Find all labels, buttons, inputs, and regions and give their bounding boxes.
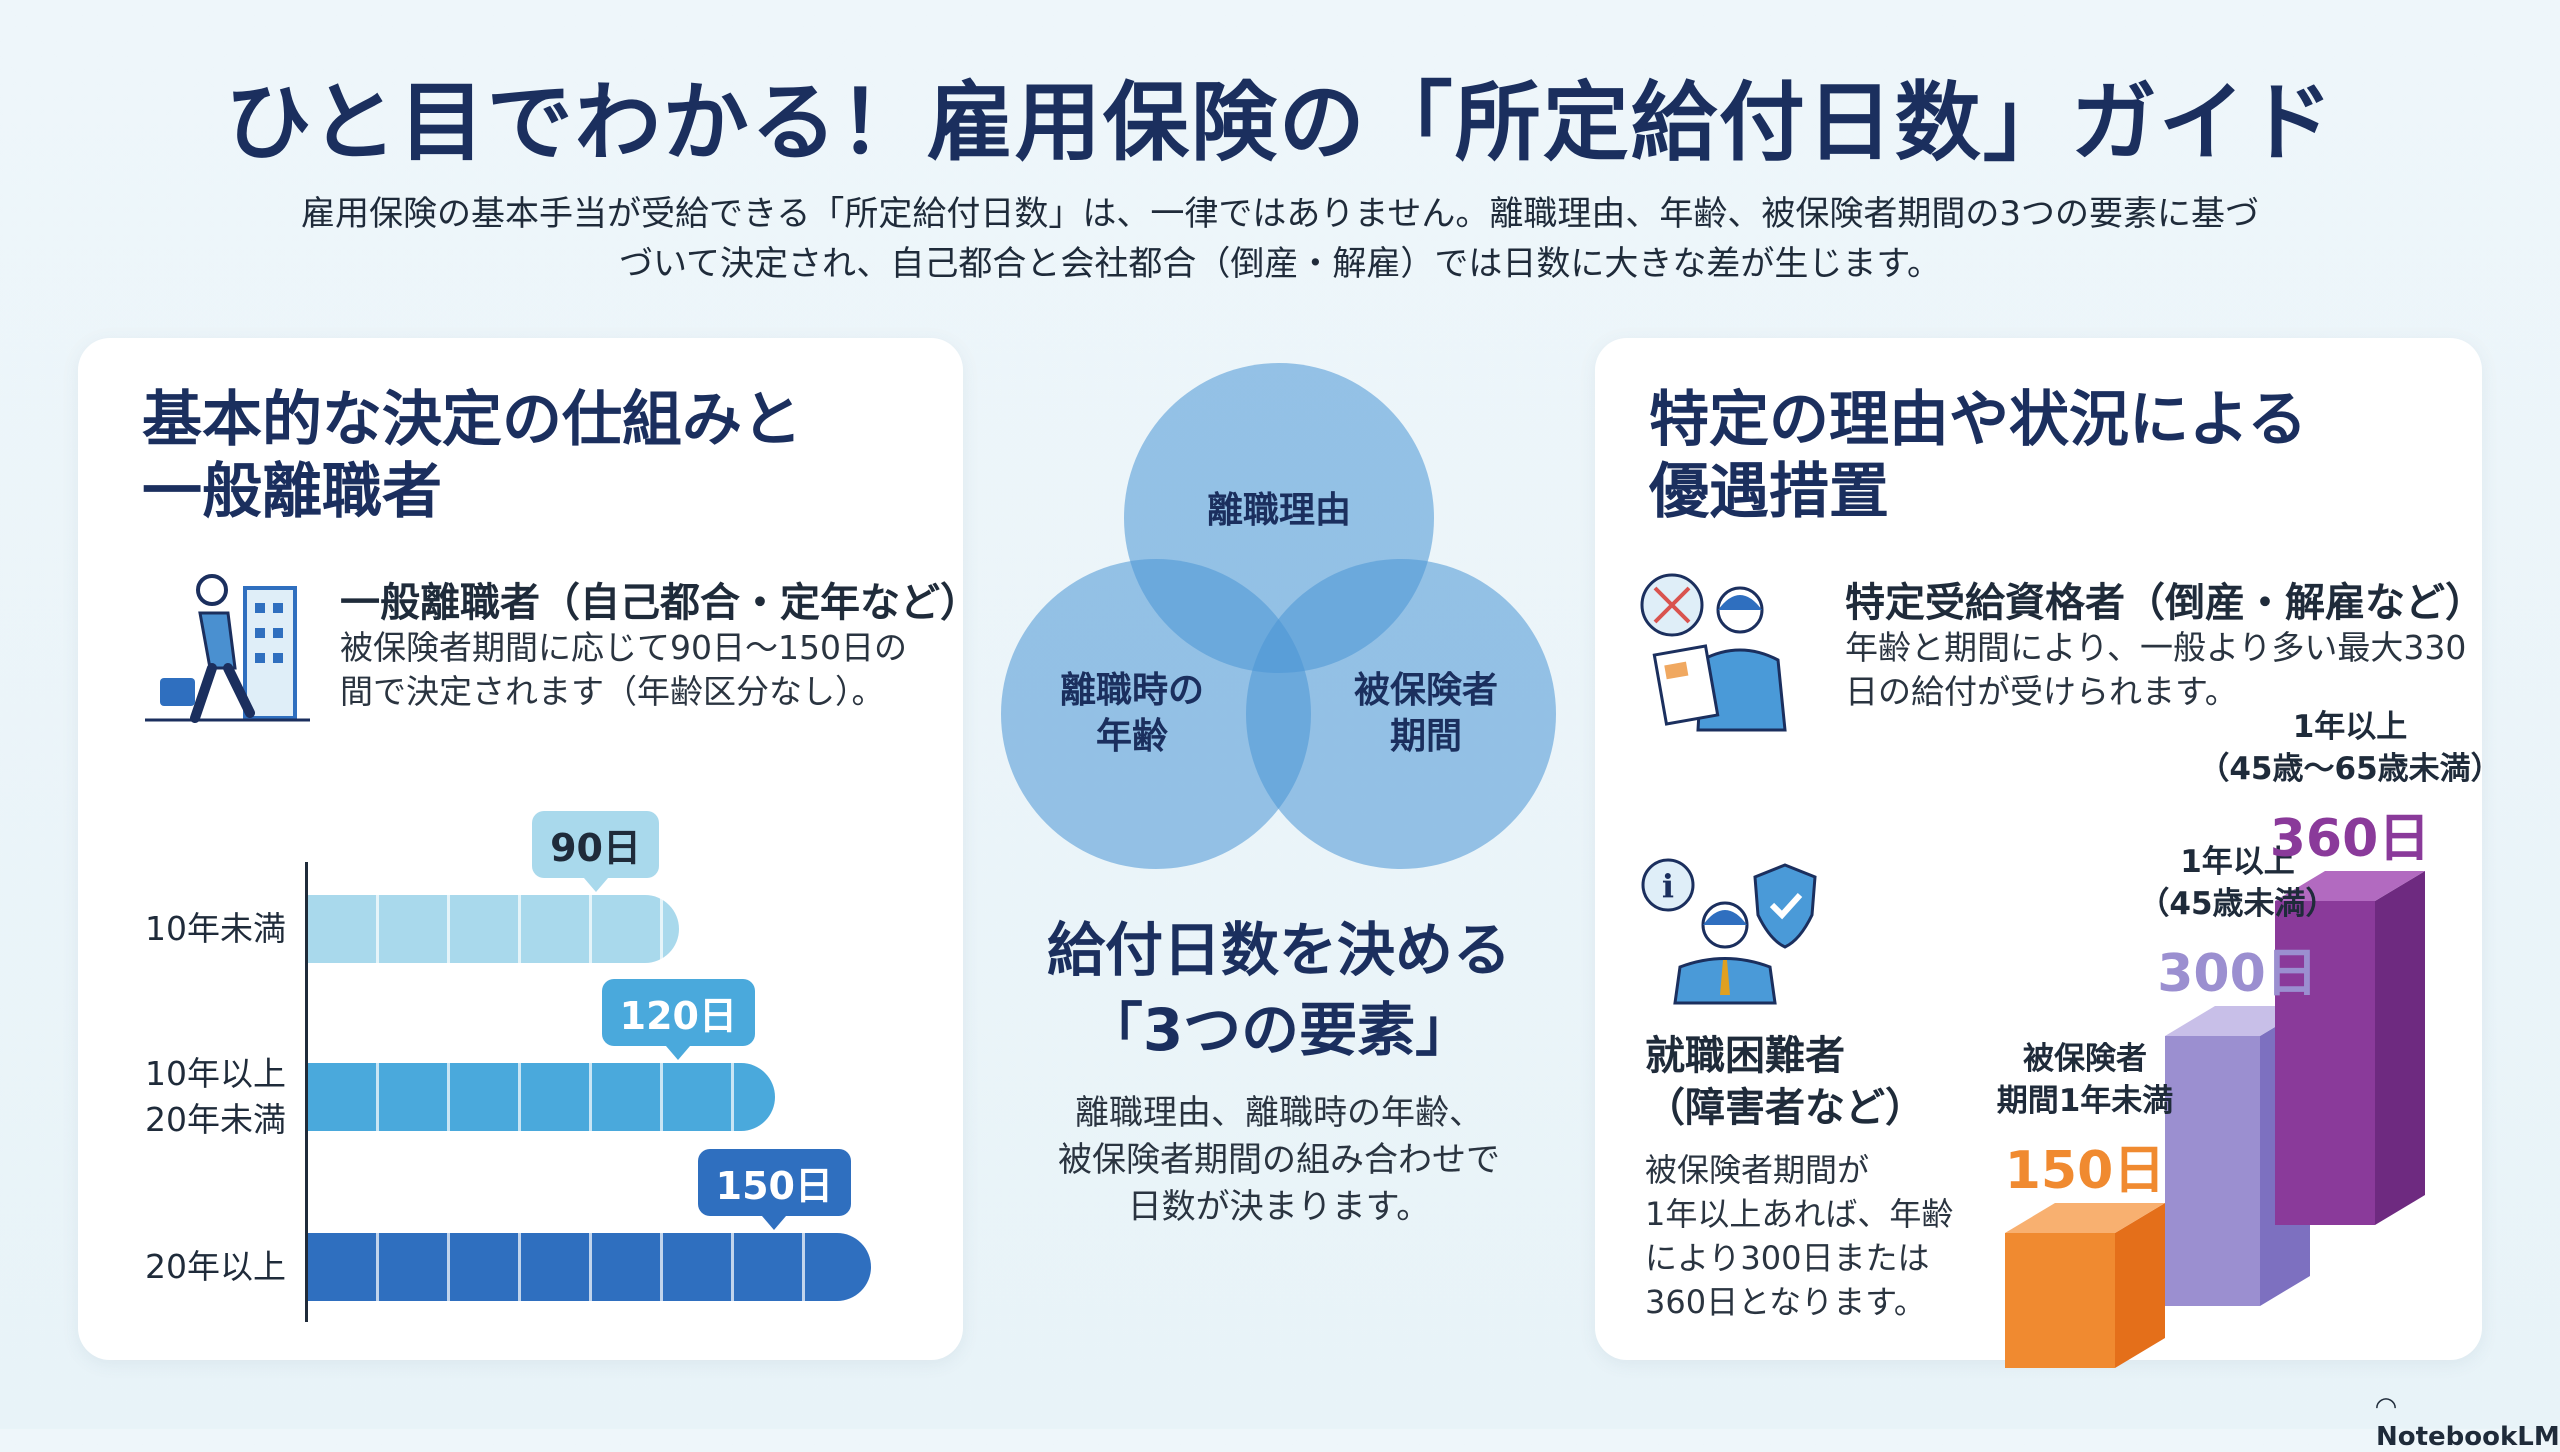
notebooklm-icon: ◠ [2376,1392,2396,1422]
desc-line: 被保険者期間の組み合わせで [1058,1140,1500,1180]
special-qualified-desc: 年齢と期間により、一般より多い最大330 日の給付が受けられます。 [1845,626,2466,714]
venn-label-line: 離職時の [1059,670,1204,711]
heading-line: 「3つの要素」 [1084,996,1474,1064]
3d-bar-face [2005,1233,2115,1368]
desc-line: 年齢と期間により、一般より多い最大330 [1845,628,2467,667]
svg-text:i: i [1662,867,1674,905]
venn-label-age: 離職時の年齢 [1022,668,1242,760]
desc-line: 被保険者期間に応じて90日〜150日の [340,628,907,667]
3d-bar-label-line: 被保険者 [2023,1041,2147,1077]
3d-bar-face [2375,871,2425,1225]
three-factors-heading: 給付日数を決める「3つの要素」 [979,910,1579,1070]
left-heading-line: 一般離職者 [142,457,442,527]
notebooklm-logo: ◠ NotebookLM [2376,1392,2560,1452]
desc-line: 間で決定されます（年齢区分なし）。 [340,672,885,711]
right-heading-line: 優遇措置 [1649,457,1889,527]
desc-line: 日数が決まります。 [1127,1187,1431,1227]
subtitle-line: づいて決定され、自己都合と会社都合（倒産・解雇）では日数に大きな差が生じます。 [619,244,1941,284]
row-label: 20年以上 [145,1244,286,1290]
subtitle-line: 雇用保険の基本手当が受給できる「所定給付日数」は、一律ではありません。離職理由、… [301,194,2259,234]
3d-bar-label-line: （45歳未満） [2138,886,2337,922]
3d-bar-value: 300日 [2157,944,2318,1004]
3d-bar-face [2165,1036,2260,1306]
right-heading-line: 特定の理由や状況による [1649,385,2308,455]
venn-label-line: 期間 [1389,716,1462,757]
subheading-line: 就職困難者 [1645,1033,1845,1079]
3d-bar-face [2275,871,2425,901]
walking-businessperson-icon [145,574,310,723]
3d-bar-label-line: 期間1年未満 [1996,1083,2174,1119]
desc-line: 被保険者期間が [1645,1151,1870,1189]
venn-circle-period [1246,559,1556,869]
3d-bar-face [2165,1006,2310,1036]
page-title: ひと目でわかる！雇用保険の「所定給付日数」ガイド [225,73,2335,173]
desc-line: 日の給付が受けられます。 [1845,672,2238,711]
row-label-line: 10年以上 [145,1054,286,1093]
row-label-line: 10年未満 [145,909,286,948]
3d-bar-face [2115,1203,2165,1368]
data-label-bubble: 150日 [697,1149,851,1230]
venn-label-line: 年齢 [1095,716,1168,757]
desc-line: により300日または [1645,1239,1930,1277]
3d-bar-label-line: 1年以上 [2292,709,2408,745]
3d-bar-face [2005,1203,2165,1233]
three-factors-desc: 離職理由、離職時の年齢、 被保険者期間の組み合わせで 日数が決まります。 [979,1090,1579,1231]
data-label-bubble: 120日 [601,979,755,1060]
general-leaver-desc: 被保険者期間に応じて90日〜150日の 間で決定されます（年齢区分なし）。 [340,626,907,714]
3d-bar-label: 1年以上 （45歳未満） [2078,841,2398,925]
row-label-line: 20年以上 [145,1247,286,1286]
employment-difficulty-desc: 被保険者期間が 1年以上あれば、年齢 により300日または 360日となります。 [1645,1148,1953,1324]
general-leaver-subheading: 一般離職者（自己都合・定年など） [340,580,980,626]
3d-bar-face [2275,901,2375,1225]
duration-bar [308,1063,775,1131]
desc-line: 360日となります。 [1645,1283,1926,1321]
venn-label-reason: 離職理由 [1206,490,1351,531]
special-qualified-subheading: 特定受給資格者（倒産・解雇など） [1845,580,2485,626]
3d-bar-label-line: （45歳〜65歳未満） [2198,751,2502,787]
3d-bar-label-line: 1年以上 [2180,844,2295,880]
venn-label-period: 被保険者期間 [1316,668,1536,760]
duration-bar [308,1233,871,1301]
brand-text: NotebookLM [2376,1422,2560,1452]
row-label: 10年以上 20年未満 [145,1051,286,1143]
duration-bar [308,895,679,963]
3d-bar-label: 被保険者期間1年未満 [1925,1038,2245,1122]
subheading-line: （障害者など） [1645,1085,1925,1131]
dismissed-worker-document-icon [1640,573,1787,732]
desc-line: 1年以上あれば、年齢 [1645,1195,1954,1233]
3d-bar-value: 150日 [2004,1141,2166,1201]
data-label-bubble: 90日 [532,811,659,892]
row-label-line: 20年未満 [145,1100,286,1139]
heading-line: 給付日数を決める [1046,916,1511,984]
3d-bar-label: 1年以上 （45歳〜65歳未満） [2190,706,2510,790]
left-heading: 基本的な決定の仕組みと 一般離職者 [142,384,802,528]
employment-difficulty-subheading: 就職困難者 （障害者など） [1645,1030,1925,1134]
left-heading-line: 基本的な決定の仕組みと [142,385,802,455]
venn-label-line: 被保険者 [1353,670,1498,711]
right-heading: 特定の理由や状況による 優遇措置 [1649,384,2307,528]
3d-bar-value: 360日 [2269,809,2431,869]
desc-line: 離職理由、離職時の年齢、 [1075,1093,1483,1133]
worker-info-shield-icon: i [1641,858,1817,1005]
row-label: 10年未満 [145,906,286,952]
chart-axis [305,862,308,1322]
